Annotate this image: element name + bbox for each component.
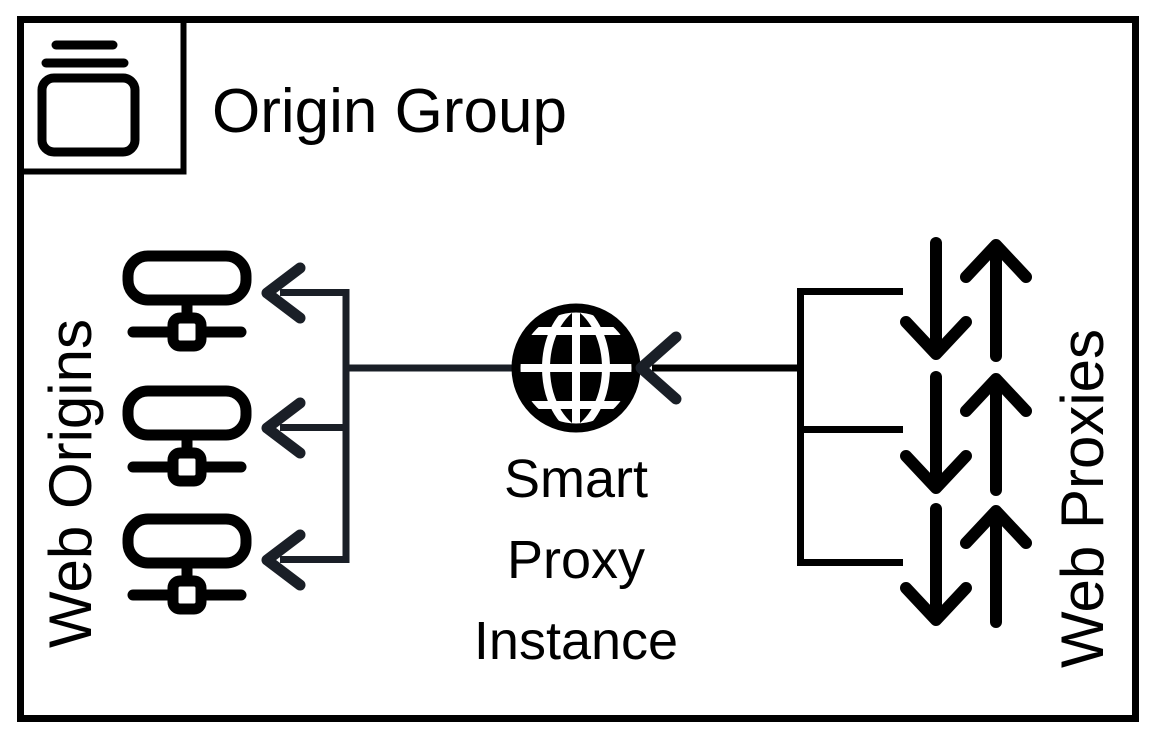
arrowhead-to-origin-2: [261, 397, 306, 459]
arrowhead-to-origin-1: [261, 262, 306, 324]
web-proxy-node-1: [900, 237, 1032, 362]
web-origin-node-2: [122, 385, 252, 487]
origin-group-frame: [17, 16, 1139, 722]
smart-proxy-instance-label-line-1: Smart: [504, 449, 648, 509]
globe-icon: [511, 301, 641, 435]
group-badge-box: [17, 16, 187, 175]
arrowhead-to-instance: [635, 331, 682, 405]
proxies-to-instance-connector: [652, 288, 903, 566]
smart-proxy-instance-label-line-2: Proxy: [507, 530, 645, 590]
instance-to-origins-connector: [280, 289, 512, 563]
web-origin-node-3: [122, 513, 252, 615]
web-proxy-node-3: [900, 503, 1032, 628]
smart-proxy-instance-label-line-3: Instance: [474, 611, 678, 671]
web-proxy-node-2: [900, 371, 1032, 496]
web-proxies-label: Web Proxies: [1049, 329, 1116, 668]
stacked-layers-icon: [37, 40, 140, 157]
page-title: Origin Group: [212, 77, 567, 146]
arrowhead-to-origin-3: [261, 529, 306, 591]
web-origins-label: Web Origins: [37, 319, 104, 648]
web-origin-node-1: [122, 250, 252, 352]
